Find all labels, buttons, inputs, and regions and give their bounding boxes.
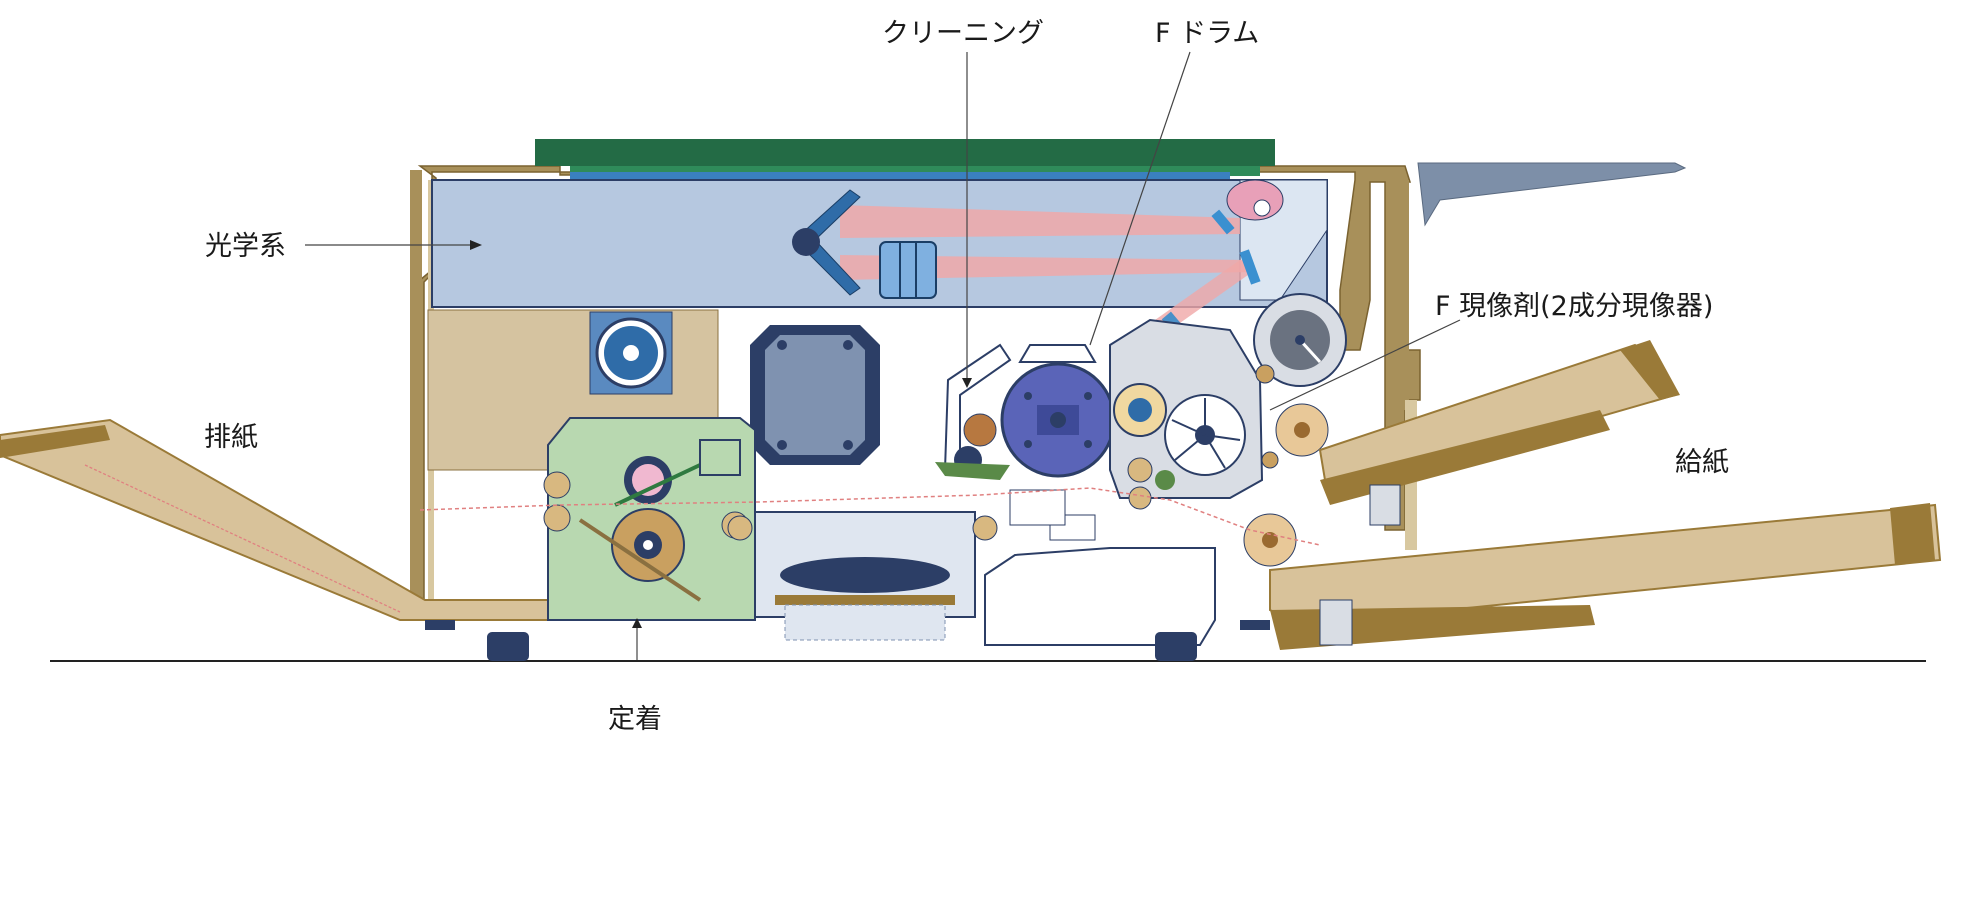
paper-path	[419, 487, 1321, 546]
label-feed: 給紙	[1675, 447, 1729, 478]
photoconductor-drum	[1000, 344, 1116, 478]
fixing-unit	[543, 417, 756, 621]
label-exit: 排紙	[204, 422, 258, 453]
optics-unit	[431, 172, 1328, 343]
leveling-feet	[425, 620, 1270, 661]
document-cover	[535, 139, 1275, 176]
label-fixing: 定着	[608, 704, 662, 735]
developer-unit	[1109, 318, 1264, 510]
label-cleaning: クリーニング	[882, 18, 1044, 49]
toner-hopper	[1253, 293, 1347, 387]
fixing-arrow	[632, 618, 642, 628]
upper-paper-tray	[1318, 340, 1680, 526]
base-frame	[984, 489, 1216, 646]
label-optics: 光学系	[205, 231, 286, 262]
label-f-drum: F ドラム	[1155, 18, 1259, 49]
cleaning-arrow	[962, 378, 972, 388]
platen-extension	[1417, 162, 1687, 227]
label-developer: F 現像剤(2成分現像器)	[1435, 291, 1713, 322]
paper-transport-unit	[727, 511, 998, 641]
toner-container	[750, 325, 880, 465]
optics-arrow	[470, 240, 482, 250]
cleaning-unit	[935, 343, 1012, 480]
feed-rollers	[1243, 403, 1329, 567]
lower-paper-tray	[1269, 503, 1942, 650]
